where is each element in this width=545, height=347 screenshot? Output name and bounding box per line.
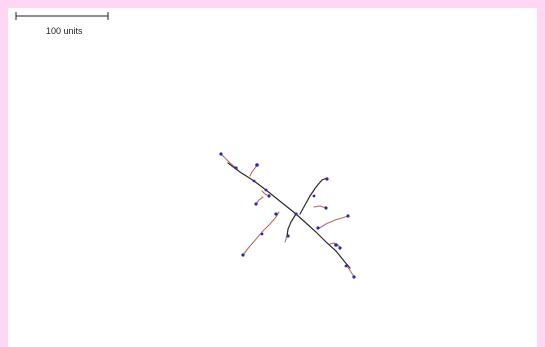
node xyxy=(338,246,341,249)
scale-bar xyxy=(16,12,108,20)
node xyxy=(334,243,338,247)
node xyxy=(219,152,222,155)
node xyxy=(286,234,289,237)
branch-right-mid xyxy=(318,216,348,229)
node xyxy=(316,226,319,229)
node xyxy=(253,180,256,183)
node xyxy=(274,212,277,215)
main-branch xyxy=(228,163,350,268)
node xyxy=(254,202,257,205)
node xyxy=(346,214,349,217)
node xyxy=(345,265,348,268)
node xyxy=(352,275,355,278)
node xyxy=(294,212,297,215)
node xyxy=(265,189,268,192)
main-trunk xyxy=(228,163,350,268)
branch-right-upper xyxy=(314,206,326,208)
branch-small-upper xyxy=(250,165,257,176)
node xyxy=(261,233,264,236)
branch-bottom-right xyxy=(347,266,354,277)
node xyxy=(313,195,316,198)
node xyxy=(325,177,328,180)
node xyxy=(267,194,270,197)
branch-top-left xyxy=(221,154,236,168)
node xyxy=(255,163,259,167)
node xyxy=(241,253,244,256)
node xyxy=(234,166,237,169)
node xyxy=(324,206,327,209)
lower-left-stub xyxy=(287,214,296,236)
